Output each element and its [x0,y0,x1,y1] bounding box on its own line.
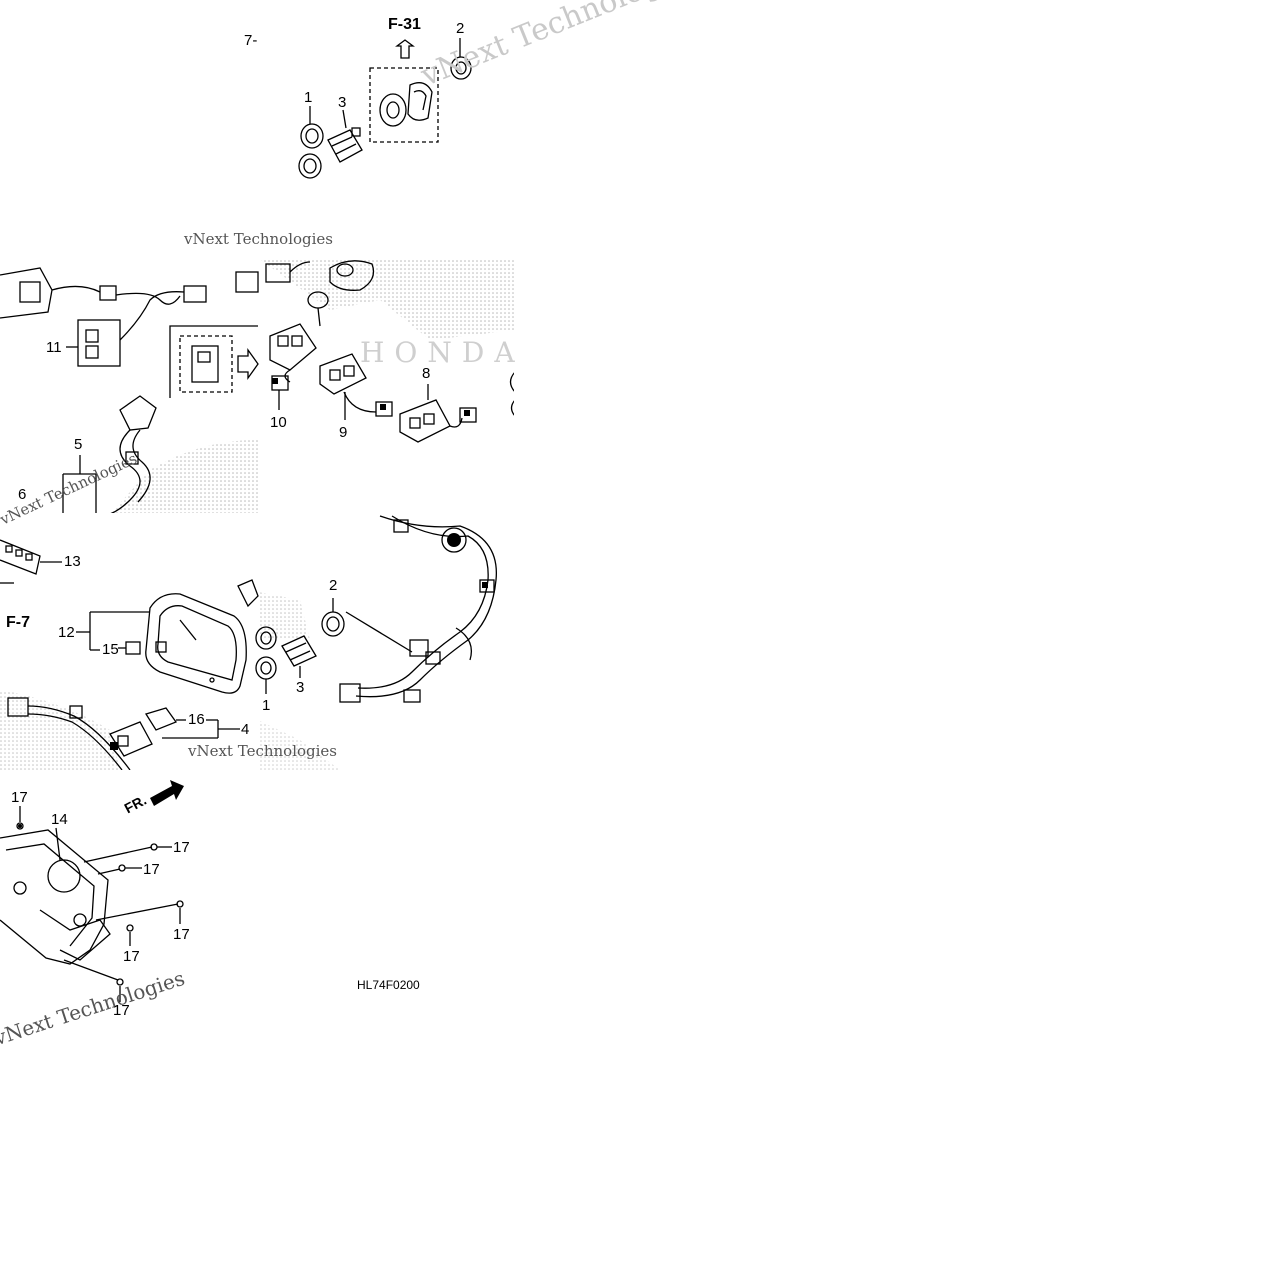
callout: 12 [58,624,75,641]
key-switch-group-right [265,260,516,443]
callout: 2 [456,20,465,37]
watermark-meter: vNext Technologies [188,742,338,760]
front-arrow [150,780,184,806]
callout: 10 [270,414,287,431]
callout: 17 [113,1002,130,1019]
ref-left: F-7 [6,614,30,631]
callout: 1 [262,697,271,714]
callout: 17 [11,789,28,806]
callout: 17 [173,839,190,856]
callout: 2 [329,577,338,594]
diagram-code: HL74F0200 [357,978,420,992]
callout: 17 [173,926,190,943]
brand-watermark: HONDA [360,336,525,369]
callout: 6 [18,486,27,503]
callout: 9 [339,424,348,441]
callout: 3 [296,679,305,696]
callout: 4 [241,721,250,738]
watermark-mid-left: vNext Technologies [184,230,334,248]
meter-bracket [0,806,184,1002]
callout: 1 [304,89,313,106]
callout: 17 [143,861,160,878]
callout: 15 [102,641,119,658]
callout: 8 [422,365,431,382]
callout: 17 [123,948,140,965]
key-cylinder-group-bottom [255,515,497,703]
callout: 14 [51,811,68,828]
callout: 5 [74,436,83,453]
callout: 16 [188,711,205,728]
key-cylinder-group-top [298,38,472,179]
switch-harness-left [0,267,259,515]
callout: 3 [338,94,347,111]
callout: 11 [46,339,62,356]
callout: 13 [64,553,81,570]
ref-top-left-partial: 7- [244,32,258,49]
ref-top: F-31 [388,16,421,33]
